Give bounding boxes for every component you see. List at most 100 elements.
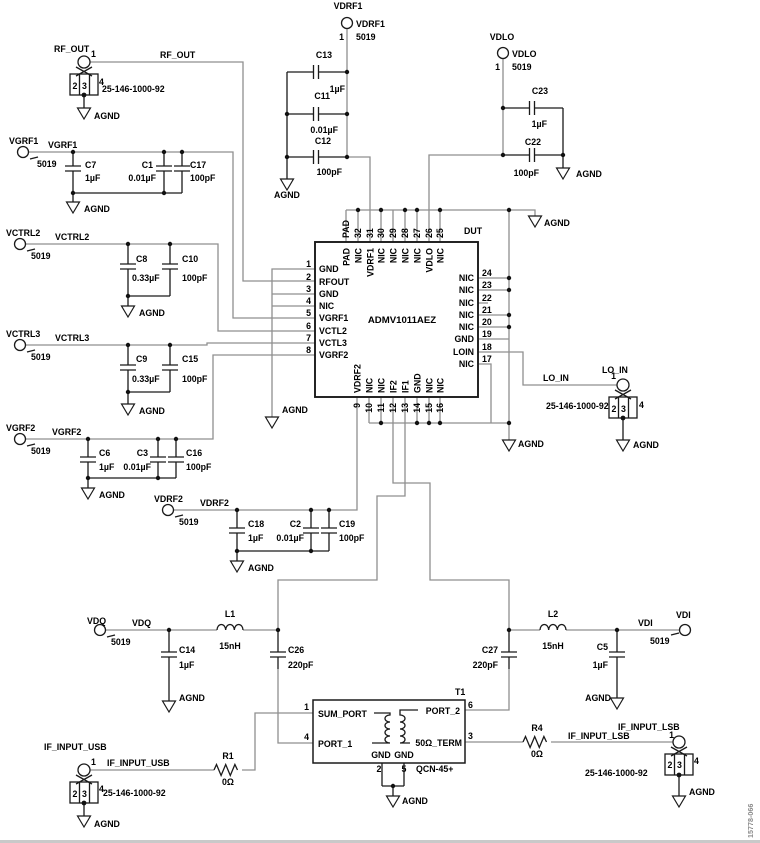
junction-dot <box>506 420 512 426</box>
connector-dividers <box>617 397 630 418</box>
junction-dot <box>344 154 350 160</box>
ic-pin-name: NIC <box>425 377 435 393</box>
if-lsb-pin1: 1 <box>669 730 674 740</box>
figure-number: 15778-066 <box>746 804 755 838</box>
if-usb-pin4: 4 <box>99 784 104 794</box>
vdrf1-pin1: 1 <box>339 32 344 42</box>
rf-out-pin4: 4 <box>99 77 104 87</box>
vgrf1-net-label: VGRF1 <box>48 140 77 150</box>
page-bottom-edge <box>0 840 760 843</box>
connector-dividers <box>78 782 91 803</box>
resistor-r1: R1 0Ω <box>213 751 239 787</box>
lo-in-pin2: 2 <box>612 404 617 414</box>
t1-pin4-num: 4 <box>304 732 309 742</box>
if-lsb-pin3: 3 <box>677 760 682 770</box>
agnd-label: AGND <box>139 308 165 318</box>
cap-c22-value: 100pF <box>514 168 540 178</box>
junction-dot <box>70 149 76 155</box>
rf-out-pin2: 2 <box>73 81 78 91</box>
power-pin-circle <box>13 338 27 352</box>
junction-dot <box>676 772 682 778</box>
junction-dot <box>326 507 332 513</box>
ic-pin-num: 4 <box>306 296 311 306</box>
vdrf2-part: 5019 <box>179 517 199 527</box>
agnd-triangle <box>609 697 625 711</box>
junction-dot <box>390 783 396 789</box>
cap-c5: AGND C5 1µF <box>585 630 625 711</box>
cap-c11-value: 0.01µF <box>310 125 338 135</box>
cap-c15-value: 100pF <box>182 374 208 384</box>
power-tap-vgrf1: VGRF1 5019 VGRF1 <box>9 136 77 169</box>
lo-in-pin3: 3 <box>621 404 626 414</box>
wire-lo-in-net <box>478 351 617 386</box>
power-pin-circle <box>16 145 30 159</box>
agnd-triangle <box>555 167 571 181</box>
junction-dot <box>166 627 172 633</box>
ic-pin-name: NIC <box>401 247 411 263</box>
cap-c27-value: 220pF <box>473 660 499 670</box>
ic-pin-num: 26 <box>424 228 434 238</box>
lo-in-part: 25-146-1000-92 <box>546 401 609 411</box>
ic-pin-num: 25 <box>435 228 445 238</box>
agnd-label: AGND <box>689 787 715 797</box>
pin1-tick <box>26 443 36 447</box>
bottom-join <box>236 550 329 561</box>
junction-dot <box>506 287 512 293</box>
cap-c8-value: 0.33µF <box>132 273 160 283</box>
cap-c14-ref: C14 <box>179 645 195 655</box>
t1-port-1: PORT_1 <box>318 739 352 749</box>
pin1-tick <box>26 349 36 353</box>
ic-pin-name: GND <box>454 334 474 344</box>
agnd-triangle <box>120 403 136 417</box>
ic-pin-num: 6 <box>306 321 311 331</box>
vdrf1-decoupling: AGND C13 1µF C11 0.01µF C12 100pF <box>274 50 347 200</box>
agnd-label: AGND <box>84 204 110 214</box>
if-lsb-title: IF_INPUT_LSB <box>618 722 680 732</box>
agnd-label: AGND <box>139 406 165 416</box>
l1-ref: L1 <box>225 609 235 619</box>
agnd-triangle <box>80 487 96 501</box>
cap-c6-symbol <box>80 439 96 478</box>
l2-value: 15nH <box>542 641 564 651</box>
lo-in-net-label: LO_IN <box>543 373 569 383</box>
agnd-triangle <box>229 560 245 574</box>
ic-pin-num: 11 <box>376 403 386 412</box>
vdrf2-decoupling: AGND C18 1µF C2 0.01µF C19 100pF <box>229 510 365 574</box>
cap-c26-value: 220pF <box>288 660 314 670</box>
junction-dot <box>179 149 185 155</box>
pin1-tick <box>106 634 116 638</box>
cap-c23-symbol <box>503 101 563 115</box>
ic-pin-name: NIC <box>413 247 423 263</box>
junction-dot <box>614 627 620 633</box>
cap-c19-value: 100pF <box>339 533 365 543</box>
wire-c27-to-port2 <box>465 669 510 711</box>
vdlo-title: VDLO <box>490 32 515 42</box>
cap-c14-value: 1µF <box>179 660 195 670</box>
cap-c27-ref: C27 <box>482 645 498 655</box>
ic-pin-num: 28 <box>400 228 410 238</box>
cap-c1-symbol <box>156 152 172 193</box>
junction-dot <box>308 548 314 554</box>
ic-pin-name: NIC <box>459 298 475 308</box>
agnd-right-bus: AGND <box>501 439 544 453</box>
cap-c17-value: 100pF <box>190 173 216 183</box>
junction-dot <box>378 207 384 213</box>
ic-pin-num: 1 <box>306 259 311 269</box>
cap-c15-symbol <box>162 345 178 392</box>
if-usb-pin3: 3 <box>82 789 87 799</box>
junction-dot <box>378 420 384 426</box>
vdq-part: 5019 <box>111 637 131 647</box>
ic-body <box>314 241 479 398</box>
ic-pin-num: 30 <box>376 228 386 238</box>
r4-zigzag <box>522 734 548 750</box>
junction-dot <box>500 152 506 158</box>
wire-sum-port-net <box>90 712 313 771</box>
power-tap-vctrl3: VCTRL3 5019 VCTRL3 <box>6 329 89 362</box>
net-wires <box>25 28 679 771</box>
ic-pin-name: RFOUT <box>319 277 350 287</box>
junction-dot <box>155 475 161 481</box>
agnd-triangle <box>65 201 81 215</box>
connector-pin1-circle <box>77 55 91 69</box>
power-pin-circle <box>678 623 692 637</box>
ic-pin-name: NIC <box>377 247 387 263</box>
